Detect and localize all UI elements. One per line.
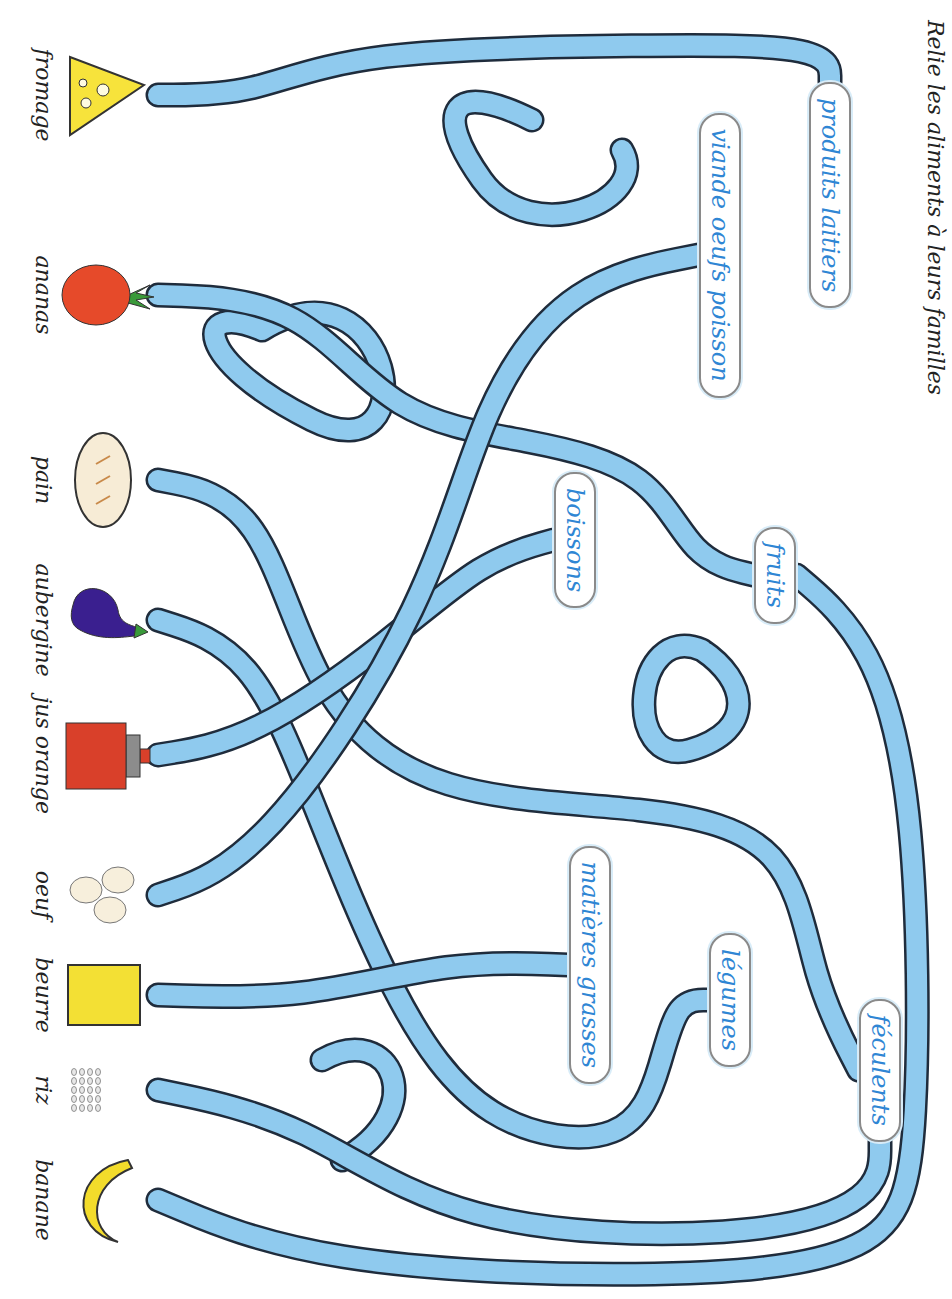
maze-tube: [158, 575, 917, 1274]
tube-fill: [158, 255, 699, 895]
food-item: oeuf: [30, 845, 158, 945]
title: Relie les aliments à leurs familles: [923, 20, 948, 395]
food-item: pain: [30, 430, 158, 530]
family-label: viande oeufs poisson: [706, 129, 735, 382]
food-picture: [58, 705, 158, 805]
food-label: banane: [30, 1150, 56, 1250]
tube-outline: [158, 620, 709, 1137]
food-item: banane: [30, 1150, 158, 1250]
food-label: oeuf: [30, 845, 56, 945]
food-picture: [58, 570, 158, 670]
tube-outline: [158, 255, 699, 895]
food-picture: [58, 945, 158, 1045]
food-item: jus orange: [30, 697, 158, 814]
maze-tube: [158, 45, 830, 95]
food-item: aubergine: [30, 564, 158, 677]
food-picture: [58, 1040, 158, 1140]
food-label: pain: [30, 430, 56, 530]
maze-loop: [455, 102, 627, 214]
tube-fill: [158, 480, 859, 1070]
tube-outline: [158, 45, 830, 95]
family-bubble: matières grasses: [569, 846, 612, 1085]
family-bubble: produits laitiers: [809, 82, 852, 308]
food-picture: [58, 430, 158, 530]
family-label: boissons: [561, 488, 590, 592]
food-label: fromage: [30, 45, 56, 145]
food-item: riz: [30, 1040, 158, 1140]
family-bubble: fruits: [754, 527, 797, 624]
tube-outline: [158, 575, 917, 1274]
tube-fill: [158, 963, 569, 996]
maze-tube: [158, 480, 859, 1070]
food-label: beurre: [30, 945, 56, 1045]
food-item: beurre: [30, 945, 158, 1045]
food-label: riz: [30, 1040, 56, 1140]
tube-outline: [158, 480, 859, 1070]
family-label: légumes: [716, 949, 745, 1051]
food-picture: [58, 845, 158, 945]
food-picture: [58, 1150, 158, 1250]
maze-tube: [158, 1090, 880, 1234]
tube-outline: [158, 963, 569, 996]
tube-fill: [158, 1090, 880, 1234]
maze-tube: [158, 963, 569, 996]
family-label: fruits: [761, 543, 790, 608]
food-picture: [58, 45, 158, 145]
tube-fill: [158, 575, 917, 1274]
food-item: fromage: [30, 45, 158, 145]
family-label: produits laitiers: [816, 98, 845, 292]
food-item: ananas: [30, 245, 158, 345]
family-bubble: viande oeufs poisson: [699, 113, 742, 398]
family-bubble: boissons: [554, 472, 597, 608]
family-bubble: légumes: [709, 933, 752, 1067]
tube-outline: [158, 1090, 880, 1234]
family-label: féculents: [866, 1015, 895, 1126]
family-bubble: féculents: [859, 999, 902, 1142]
food-label: aubergine: [30, 564, 56, 677]
tube-fill: [158, 620, 709, 1137]
maze-loop: [644, 646, 738, 752]
food-label: ananas: [30, 245, 56, 345]
food-picture: [58, 245, 158, 345]
tube-fill: [158, 45, 830, 95]
family-label: matières grasses: [576, 862, 605, 1069]
food-label: jus orange: [30, 697, 56, 814]
maze-tube: [158, 620, 709, 1137]
maze-tube: [158, 255, 699, 895]
